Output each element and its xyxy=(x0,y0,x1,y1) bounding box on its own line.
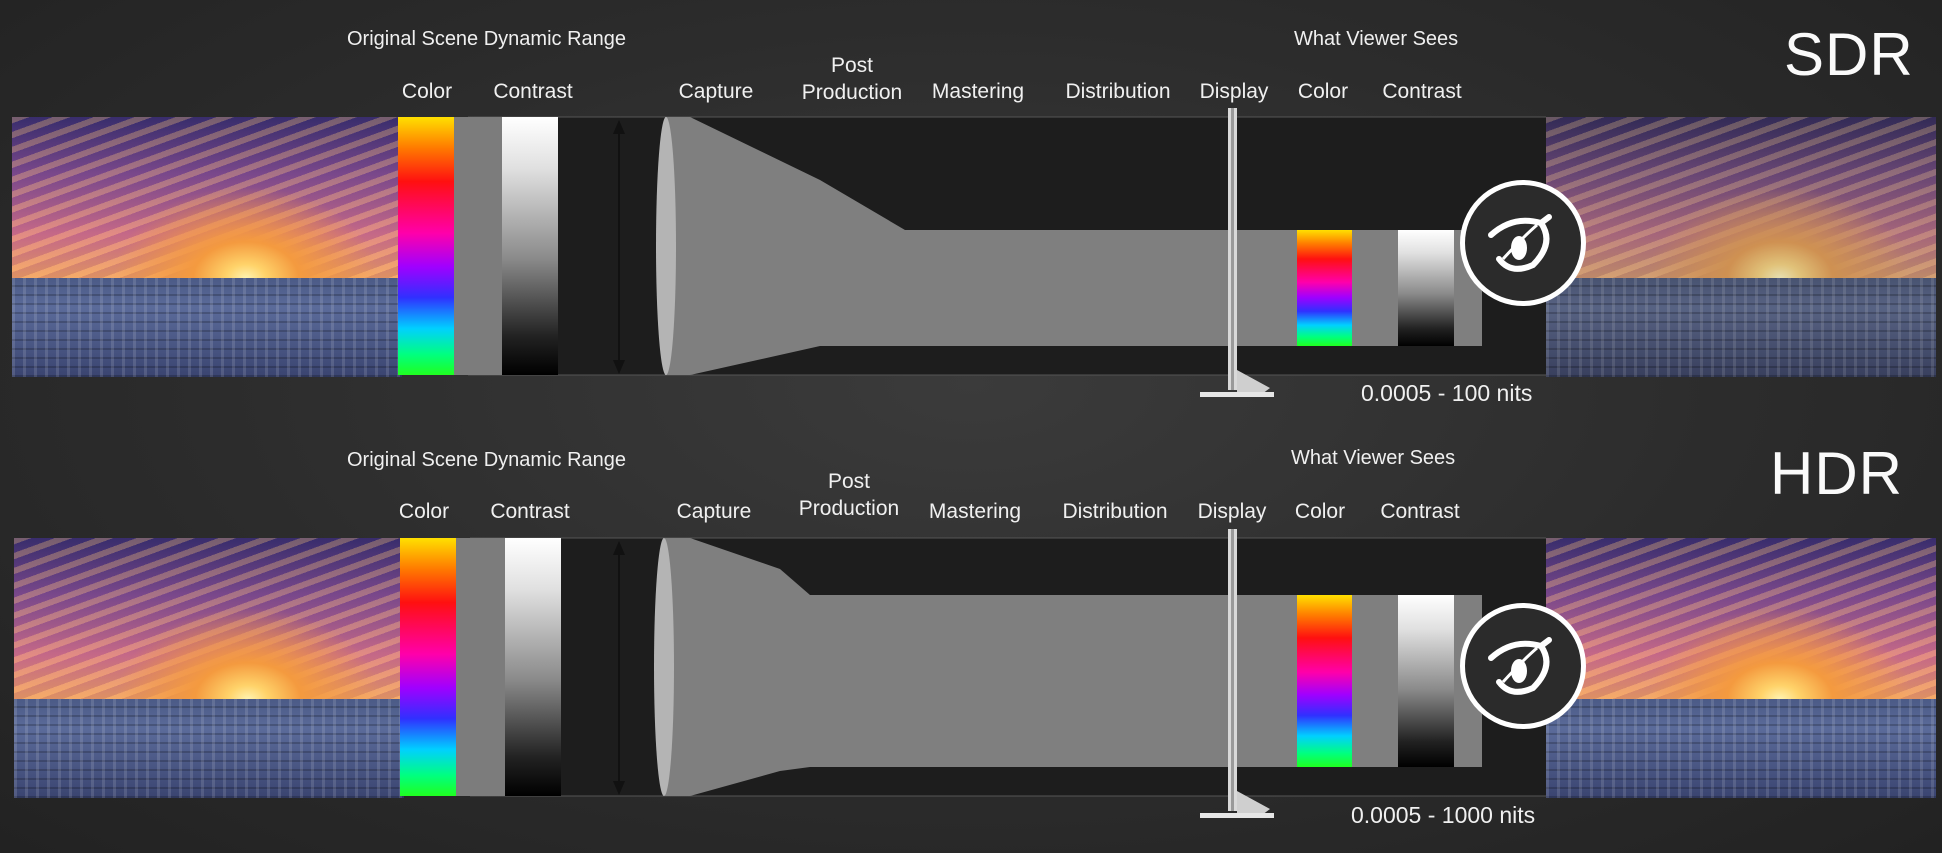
sdr-viewer-contrast-bar xyxy=(1398,230,1454,346)
sdr-left-contrast-label: Contrast xyxy=(493,80,573,103)
sdr-viewer-title: What Viewer Sees xyxy=(1294,28,1459,50)
sdr-stage-post-production: Post Production xyxy=(802,52,902,106)
tv-display-icon xyxy=(1200,529,1274,818)
hdr-stage-post-line2: Production xyxy=(798,497,900,520)
sdr-scene-title: Original Scene Dynamic Range xyxy=(347,28,627,50)
sdr-scene-contrast-bar xyxy=(502,117,558,375)
hdr-stage-post-line1: Post xyxy=(827,470,871,493)
hdr-scene-title: Original Scene Dynamic Range xyxy=(347,449,627,471)
hdr-viewer-contrast-bar xyxy=(1398,595,1454,767)
sdr-stage-post-line2: Production xyxy=(801,81,903,104)
hdr-left-color-label: Color xyxy=(398,500,450,523)
hdr-panel: Original Scene Dynamic Range What Viewer… xyxy=(0,421,1942,841)
hdr-stage-capture: Capture xyxy=(676,500,752,523)
hdr-right-contrast-label: Contrast xyxy=(1380,500,1460,523)
sdr-stage-mastering: Mastering xyxy=(931,80,1025,103)
lens-icon xyxy=(654,538,674,796)
hdr-scene-contrast-bar xyxy=(505,538,561,796)
hdr-nits-range: 0.0005 - 1000 nits xyxy=(1351,802,1536,828)
hdr-stage-display: Display xyxy=(1197,500,1267,523)
lens-icon xyxy=(656,117,676,375)
hdr-mode-label: HDR xyxy=(1770,440,1903,507)
sdr-scene-color-bar xyxy=(398,117,454,375)
double-arrow-icon xyxy=(613,120,625,374)
hdr-stage-mastering: Mastering xyxy=(928,500,1022,523)
sdr-funnel xyxy=(665,117,1482,375)
eye-icon xyxy=(1460,180,1586,306)
sdr-nits-range: 0.0005 - 100 nits xyxy=(1361,380,1533,406)
sdr-panel: Original Scene Dynamic Range What Viewer… xyxy=(0,0,1942,420)
sdr-stage-display: Display xyxy=(1199,80,1269,103)
hdr-viewer-scene-image xyxy=(1546,538,1936,798)
sdr-stage-post-line1: Post xyxy=(830,54,874,77)
hdr-funnel xyxy=(665,538,1482,796)
hdr-scene-color-bar xyxy=(400,538,456,796)
hdr-right-color-label: Color xyxy=(1294,500,1346,523)
hdr-left-contrast-label: Contrast xyxy=(490,500,570,523)
sdr-viewer-color-bar xyxy=(1297,230,1352,346)
sdr-left-color-label: Color xyxy=(401,80,453,103)
hdr-viewer-color-bar xyxy=(1297,595,1352,767)
hdr-stage-post-production: Post Production xyxy=(799,468,899,522)
sdr-viewer-scene-image xyxy=(1546,117,1936,377)
sdr-right-color-label: Color xyxy=(1297,80,1349,103)
hdr-stage-distribution: Distribution xyxy=(1062,500,1168,523)
sdr-right-contrast-label: Contrast xyxy=(1382,80,1462,103)
sdr-stage-distribution: Distribution xyxy=(1065,80,1171,103)
sdr-mode-label: SDR xyxy=(1784,21,1914,88)
hdr-original-scene-image xyxy=(14,538,404,798)
eye-icon xyxy=(1460,603,1586,729)
double-arrow-icon xyxy=(613,541,625,795)
tv-display-icon xyxy=(1200,108,1274,397)
hdr-viewer-title: What Viewer Sees xyxy=(1291,447,1456,469)
sdr-original-scene-image xyxy=(12,117,402,377)
sdr-stage-capture: Capture xyxy=(678,80,754,103)
